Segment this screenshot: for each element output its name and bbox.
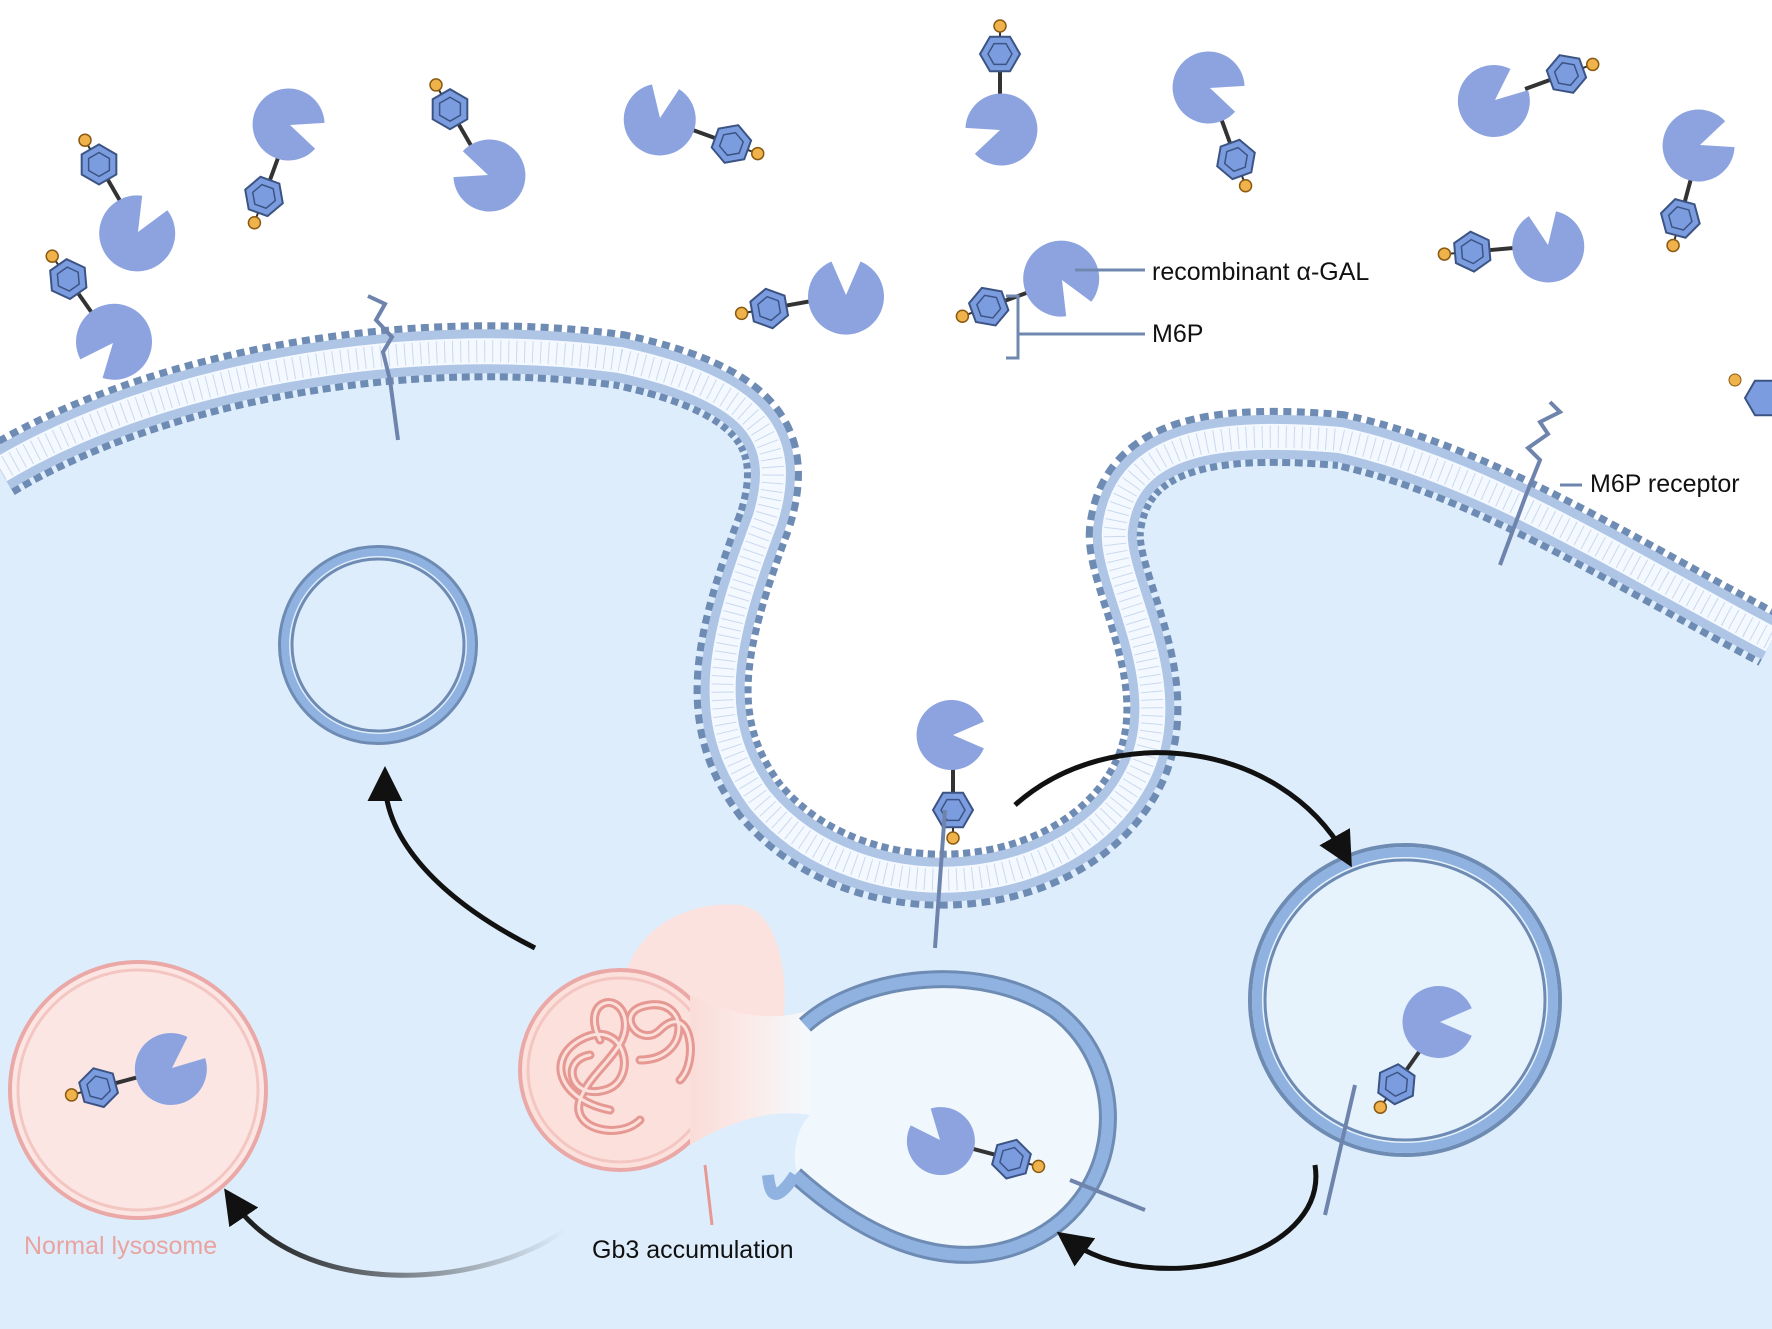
phosphate-icon — [247, 215, 262, 230]
receptor-stalk-1 — [933, 809, 947, 949]
molecule-bound-receptor — [916, 700, 984, 845]
m6p-hexagon-icon — [967, 286, 1010, 327]
phosphate-icon — [993, 19, 1007, 33]
molecule-7 — [1457, 54, 1600, 137]
arrow-to-endosome — [1013, 750, 1352, 868]
alpha-gal-enzyme-icon — [76, 303, 153, 380]
phosphate-icon — [1728, 373, 1742, 387]
m6p-hexagon-icon — [1453, 230, 1492, 273]
alpha-gal-enzyme-icon — [252, 88, 325, 161]
phosphate-icon — [78, 133, 92, 147]
m6p-hexagon-icon — [431, 88, 469, 131]
phosphate-icon — [734, 306, 749, 321]
m6p-hexagon-icon — [78, 1067, 120, 1109]
m6p-hexagon-icon — [1377, 1063, 1416, 1106]
alpha-gal-enzyme-icon — [1172, 51, 1245, 124]
molecule-5 — [965, 19, 1038, 166]
m6p-receptor-left — [367, 294, 400, 441]
alpha-gal-enzyme-icon — [623, 84, 696, 156]
normal-lysosome — [8, 960, 268, 1220]
alpha-gal-enzyme-icon — [1402, 986, 1472, 1058]
m6p-hexagon-icon — [710, 124, 753, 164]
molecule-edge-partial — [1728, 373, 1772, 417]
phosphate-icon — [946, 831, 960, 845]
m6p-hexagon-icon — [1216, 138, 1256, 181]
phosphate-icon — [429, 78, 443, 92]
enzyme-molecules — [45, 19, 1772, 1216]
alpha-gal-enzyme-icon — [99, 195, 176, 272]
molecule-12 — [955, 240, 1100, 327]
arrow-to-recycling-vesicle — [367, 766, 537, 951]
early-endosome — [1248, 843, 1562, 1157]
arrow-endosome-to-lysosome — [1056, 1164, 1319, 1271]
alpha-gal-enzyme-icon — [453, 139, 526, 212]
alpha-gal-enzyme-icon — [1512, 211, 1585, 283]
molecule-8 — [1659, 109, 1735, 253]
phosphate-icon — [64, 1088, 79, 1102]
alpha-gal-enzyme-icon — [916, 700, 984, 770]
molecule-fusing-endosome — [906, 1107, 1046, 1180]
alpha-gal-enzyme-icon — [1457, 65, 1530, 137]
molecule-2 — [244, 88, 325, 230]
m6p-hexagon-icon — [749, 287, 790, 330]
alpha-gal-enzyme-icon — [1023, 240, 1100, 317]
receptor-stalk-3 — [1069, 1178, 1146, 1212]
alpha-gal-enzyme-icon — [134, 1033, 207, 1105]
alpha-gal-enzyme-icon — [1662, 109, 1735, 182]
label-m6p: M6P — [1152, 320, 1203, 348]
arrow-to-normal-lysosome — [224, 1188, 567, 1278]
m6p-hexagon-icon — [1743, 379, 1772, 417]
m6p-hexagon-icon — [1659, 198, 1701, 239]
molecule-4 — [623, 84, 765, 164]
label-recombinant-agal: recombinant α-GAL — [1152, 258, 1369, 286]
phosphate-icon — [750, 146, 765, 161]
alpha-gal-enzyme-icon — [965, 93, 1038, 166]
label-leaders — [1006, 268, 1145, 360]
m6p-hexagon-icon — [1545, 54, 1588, 94]
label-normal-lysosome: Normal lysosome — [24, 1232, 217, 1260]
plasma-membrane — [0, 322, 1772, 909]
recycling-vesicle — [278, 545, 478, 745]
m6p-receptor-right — [1498, 400, 1582, 566]
m6p-hexagon-icon — [931, 791, 975, 829]
phosphate-icon — [1585, 57, 1600, 72]
receptor-stalk-2 — [1323, 1084, 1357, 1216]
phosphate-icon — [45, 249, 59, 263]
phosphate-icon — [1437, 247, 1452, 261]
molecule-6 — [1172, 51, 1256, 193]
molecule-11 — [734, 261, 884, 335]
molecule-normal-lysosome — [64, 1033, 207, 1109]
m6p-hexagon-icon — [978, 35, 1022, 73]
label-gb3-accumulation: Gb3 accumulation — [592, 1236, 794, 1264]
phosphate-icon — [1031, 1159, 1046, 1174]
m6p-hexagon-icon — [244, 175, 284, 218]
molecule-10 — [45, 249, 153, 380]
molecule-endosome — [1373, 986, 1472, 1114]
molecule-3 — [429, 78, 526, 212]
m6p-hexagon-icon — [80, 143, 118, 186]
m6p-hexagon-icon — [991, 1138, 1032, 1180]
process-arrows — [224, 750, 1352, 1278]
molecule-1 — [78, 133, 176, 272]
phosphate-icon — [1238, 178, 1253, 193]
alpha-gal-enzyme-icon — [808, 261, 884, 335]
phosphate-icon — [1373, 1100, 1388, 1114]
m6p-hexagon-icon — [49, 258, 88, 301]
phosphate-icon — [955, 309, 970, 324]
label-m6p-receptor: M6P receptor — [1590, 470, 1740, 498]
phosphate-icon — [1666, 238, 1680, 253]
alpha-gal-enzyme-icon — [906, 1107, 975, 1176]
molecule-9 — [1437, 211, 1585, 283]
